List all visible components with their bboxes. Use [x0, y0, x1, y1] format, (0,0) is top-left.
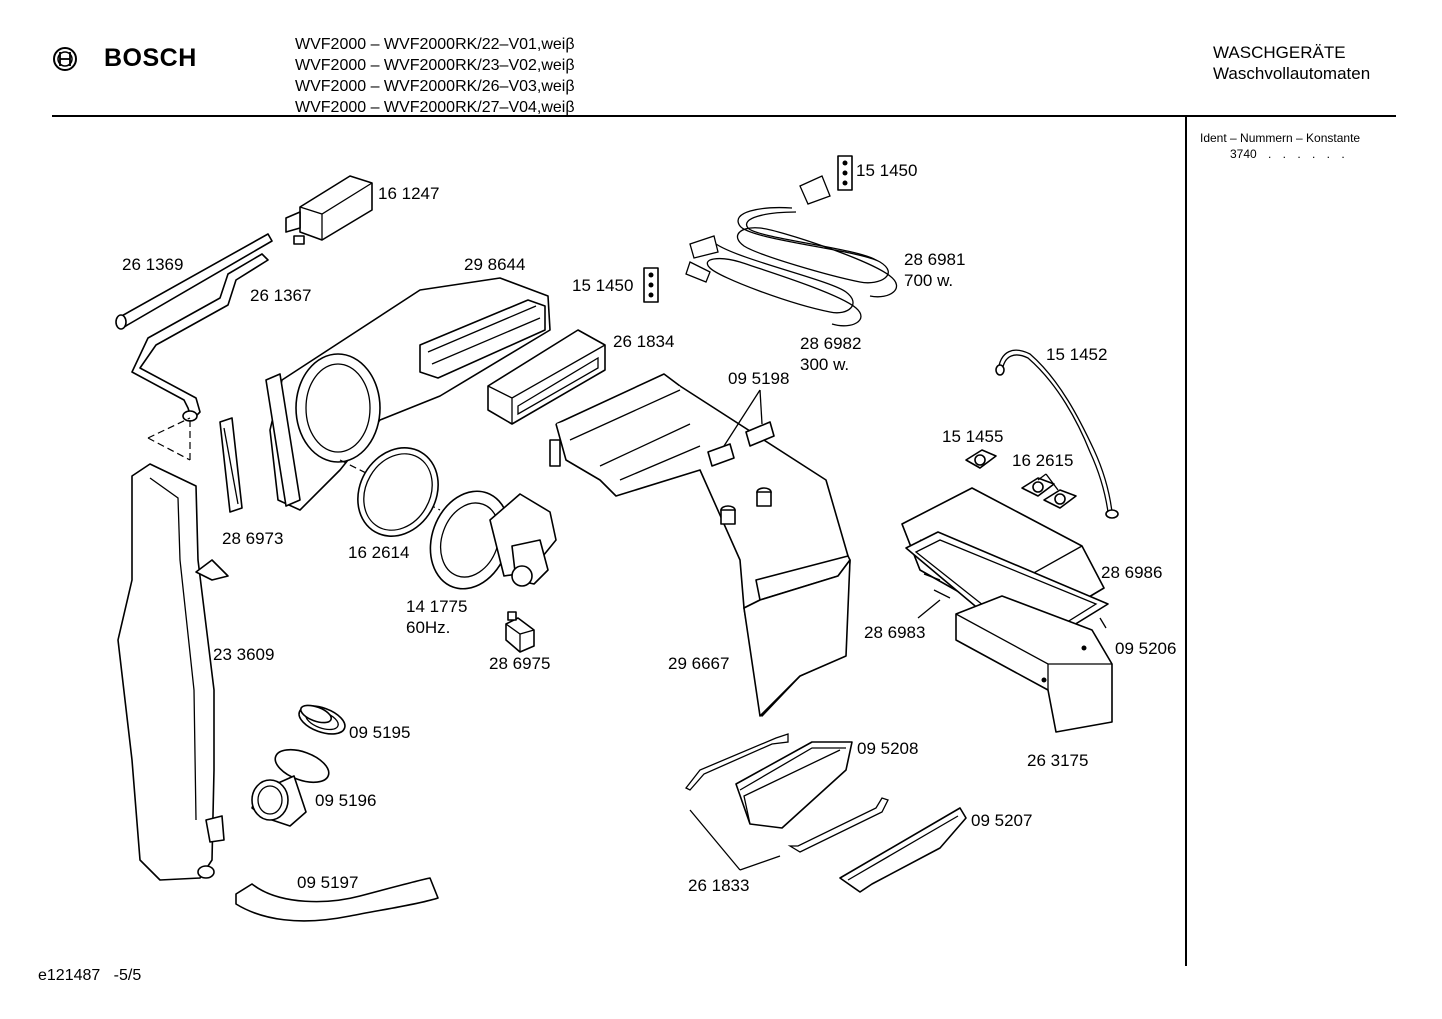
part-label: 26 1834 — [613, 332, 675, 351]
part-label: 09 5196 — [315, 791, 377, 810]
category-subtitle: Waschvollautomaten — [1213, 64, 1371, 83]
part-label: 15 1455 — [942, 427, 1004, 446]
part-label: 28 6983 — [864, 623, 926, 642]
part-label: 28 6982 — [800, 334, 862, 353]
part-label: 09 5197 — [297, 873, 359, 892]
part-261369-drawing — [115, 233, 273, 330]
part-label: 26 1833 — [688, 876, 750, 895]
part-286981-drawing — [736, 175, 898, 298]
part-151450-drawing — [643, 155, 853, 303]
part-label: 16 1247 — [378, 184, 440, 203]
model-line-1: WVF2000 – WVF2000RK/22–V01,weiβ — [295, 36, 575, 53]
assembly-line — [147, 417, 191, 461]
part-296667-drawing — [549, 373, 851, 717]
part-label: 09 5206 — [1115, 639, 1177, 658]
part-label: 28 6973 — [222, 529, 284, 548]
part-286973-drawing — [219, 417, 243, 513]
part-095197-drawing — [235, 877, 439, 922]
part-label: 09 5208 — [857, 739, 919, 758]
part-label: 15 1452 — [1046, 345, 1108, 364]
part-label: 60Hz. — [406, 618, 451, 637]
part-label: 29 8644 — [464, 255, 526, 274]
leader-line — [689, 809, 741, 871]
part-label: 26 1369 — [122, 255, 184, 274]
brand-name: BOSCH — [104, 44, 197, 72]
ident-number: 3740 — [1230, 147, 1257, 161]
part-141775-drawing — [429, 490, 557, 590]
part-095196-drawing — [251, 748, 330, 827]
part-095207-drawing — [839, 807, 967, 893]
part-label: 09 5198 — [728, 369, 790, 388]
part-label: 28 6986 — [1101, 563, 1163, 582]
part-095198-drawing — [707, 389, 775, 467]
leader-line — [1099, 617, 1107, 629]
part-151452-drawing — [995, 349, 1119, 519]
leader-line — [739, 855, 781, 871]
document-code: e121487 -5/5 — [38, 967, 141, 985]
ident-dots: . . . . . . — [1268, 147, 1349, 161]
part-label: 700 w. — [904, 271, 954, 290]
part-label: 09 5195 — [349, 723, 411, 742]
part-263175-drawing — [955, 595, 1113, 733]
model-line-2: WVF2000 – WVF2000RK/23–V02,weiβ — [295, 57, 575, 74]
category-title: WASCHGERÄTE — [1213, 43, 1346, 62]
ident-title: Ident – Nummern – Konstante — [1200, 131, 1361, 145]
model-line-3: WVF2000 – WVF2000RK/26–V03,weiβ — [295, 78, 575, 95]
part-095208-drawing — [685, 733, 889, 853]
leader-line — [917, 599, 941, 619]
part-label: 28 6975 — [489, 654, 551, 673]
part-286982-drawing — [685, 235, 862, 327]
bosch-logo-icon — [53, 47, 77, 71]
part-151455-drawing — [965, 449, 997, 469]
model-line-4: WVF2000 – WVF2000RK/27–V04,weiβ — [295, 99, 575, 116]
page-number: -5/5 — [113, 967, 142, 984]
part-161247-drawing — [285, 175, 373, 245]
part-286975-drawing — [505, 611, 535, 653]
part-label: 26 1367 — [250, 286, 312, 305]
part-label: 23 3609 — [213, 645, 275, 664]
part-095195-drawing — [298, 704, 346, 735]
part-label: 14 1775 — [406, 597, 468, 616]
part-233609-drawing — [117, 463, 229, 881]
part-label: 16 2614 — [348, 543, 410, 562]
part-298644-drawing — [265, 277, 551, 511]
part-label: 09 5207 — [971, 811, 1033, 830]
part-label: 15 1450 — [856, 161, 918, 180]
part-label: 26 3175 — [1027, 751, 1089, 770]
part-label: 300 w. — [800, 355, 850, 374]
part-261367-drawing — [131, 253, 269, 422]
document-id: e121487 — [38, 967, 101, 984]
part-261834-drawing — [487, 329, 606, 425]
part-label: 28 6981 — [904, 250, 966, 269]
part-label: 16 2615 — [1012, 451, 1074, 470]
part-label: 15 1450 — [572, 276, 634, 295]
part-label: 29 6667 — [668, 654, 730, 673]
part-162615-drawing — [1021, 473, 1077, 509]
part-162614-drawing — [357, 447, 439, 537]
